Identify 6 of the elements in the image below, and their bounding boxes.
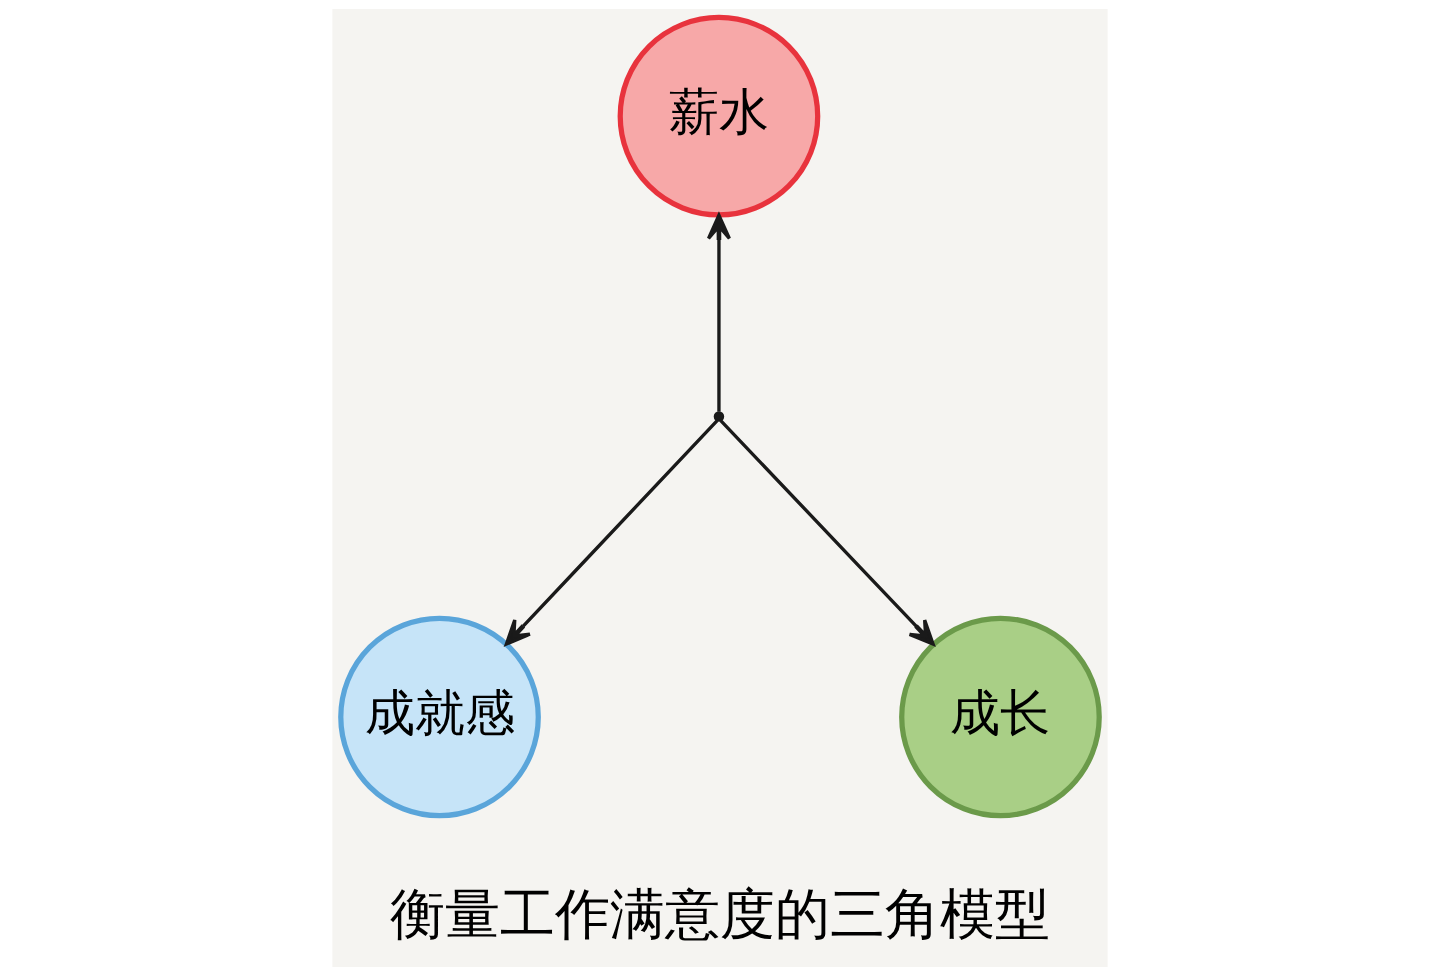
arrow xyxy=(504,418,719,646)
arrow xyxy=(706,213,732,412)
caption: 衡量工作满意度的三角模型 xyxy=(390,881,1050,946)
node-circle xyxy=(713,410,725,422)
node-circle: 薪水 xyxy=(617,14,821,217)
arrow xyxy=(719,418,935,646)
